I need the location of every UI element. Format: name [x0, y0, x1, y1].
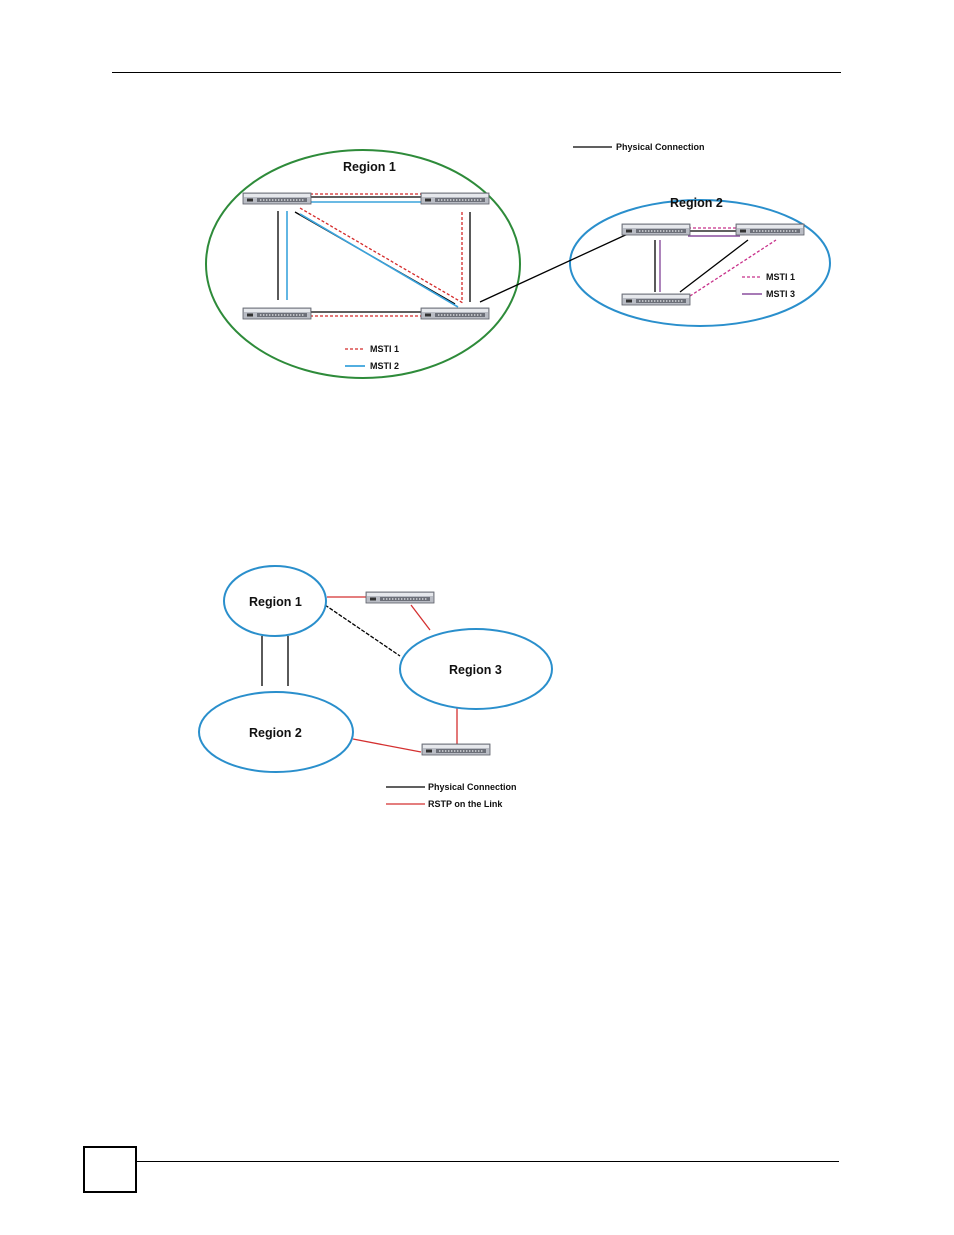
- inter-region-link: [480, 232, 632, 302]
- region-1-msti1-links: [300, 194, 463, 316]
- region-2-boundary: [570, 200, 830, 326]
- legend-r1-msti2: MSTI 2: [370, 361, 399, 371]
- region-2-physical-links: [655, 231, 748, 292]
- switch-r2-top-right: [736, 224, 804, 235]
- legend-r2-msti3: MSTI 3: [766, 289, 795, 299]
- f2-region-3-label: Region 3: [449, 663, 502, 677]
- region-1-physical-links: [278, 197, 470, 312]
- figure-2-rstp-regions: Region 1 Region 2 Region 3 Physical Conn…: [199, 566, 552, 809]
- footer-rule: [137, 1161, 839, 1162]
- switch-r1-bottom-left: [243, 308, 311, 319]
- f2-region-2-label: Region 2: [249, 726, 302, 740]
- switch-r2-top-left: [622, 224, 690, 235]
- region-1-label: Region 1: [343, 160, 396, 174]
- legend-r1-msti1: MSTI 1: [370, 344, 399, 354]
- f2-switch-top: [366, 592, 434, 603]
- switch-r1-top-left: [243, 193, 311, 204]
- f2-legend-physical-connection: Physical Connection: [428, 782, 517, 792]
- switch-r1-bottom-right: [421, 308, 489, 319]
- region-1-boundary: [206, 150, 520, 378]
- legend-r2-msti1: MSTI 1: [766, 272, 795, 282]
- f2-legend-rstp: RSTP on the Link: [428, 799, 503, 809]
- region-2-msti1-links: [688, 228, 776, 296]
- switch-r2-bottom: [622, 294, 690, 305]
- switch-r1-top-right: [421, 193, 489, 204]
- page-number-box: [83, 1146, 137, 1193]
- region-2-msti3-links: [660, 236, 740, 292]
- legend-physical-connection: Physical Connection: [616, 142, 705, 152]
- region-2-label: Region 2: [670, 196, 723, 210]
- figure-1-mstp-regions: Region 1 Region 2 Physical Connection MS…: [206, 142, 830, 378]
- f2-switch-bottom: [422, 744, 490, 755]
- region-1-msti2-links: [287, 202, 458, 307]
- f2-region-1-label: Region 1: [249, 595, 302, 609]
